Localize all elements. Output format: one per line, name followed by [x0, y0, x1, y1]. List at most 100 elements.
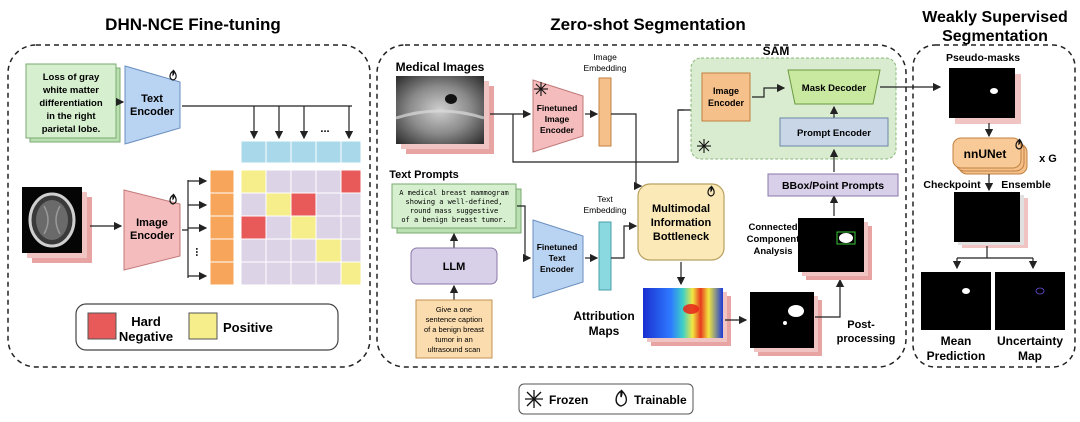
frozen-icon: [525, 390, 543, 408]
checkpoint-label: Checkpoint: [923, 179, 981, 191]
caption-line: Loss of gray: [43, 72, 100, 83]
middle-panel: [376, 44, 907, 368]
connected-component-label: Analysis: [753, 246, 792, 257]
finetuned-text-encoder: [532, 219, 584, 299]
image-embedding-label: Image: [593, 52, 617, 62]
text-prompt-line: showing a well-defined,: [406, 198, 503, 206]
llm-box: [410, 247, 498, 285]
mean-prediction-label: Mean: [941, 334, 972, 348]
token-ellipsis-vertical: ...: [193, 247, 205, 256]
caption-line: differentiation: [39, 98, 103, 109]
sam-image-encoder-label: Encoder: [708, 98, 745, 108]
image-embedding-bar: [598, 77, 612, 147]
text-prompt-text: A medical breast mammogram showing a wel…: [399, 189, 509, 224]
caption-line: in the right: [46, 111, 96, 122]
mean-prediction-image: [921, 272, 991, 330]
image-encoder: [123, 189, 181, 271]
llm-prompt-line: tumor in an: [435, 335, 473, 344]
llm-prompt-line: Give a one: [436, 305, 472, 314]
text-prompt-box: [391, 183, 517, 229]
trainable-label: Trainable: [634, 393, 687, 407]
caption-line: white matter: [42, 85, 99, 96]
pseudo-masks-label: Pseudo-masks: [946, 52, 1020, 64]
text-prompt-line: of a benign breast tumor.: [401, 216, 506, 224]
times-g-label: x G: [1039, 153, 1057, 165]
ft-text-encoder-label: Encoder: [540, 264, 575, 274]
ft-image-encoder-label: Finetuned: [537, 103, 578, 113]
pseudo-mask-image: [949, 68, 1015, 118]
text-embedding-label: Text: [597, 194, 613, 204]
nnunet-box: [952, 137, 1022, 169]
text-prompts-label: Text Prompts: [389, 169, 458, 181]
prompt-encoder: [779, 117, 889, 147]
middle-panel-title: Zero-shot Segmentation: [550, 15, 746, 34]
mib-label: Multimodal: [652, 203, 710, 215]
trainable-icon: [1015, 138, 1023, 150]
medical-images-label: Medical Images: [396, 60, 485, 74]
mib-label: Bottleneck: [653, 231, 710, 243]
attribution-maps-label: Attribution: [573, 309, 634, 323]
connected-component-label: Connected: [748, 222, 797, 233]
frozen-icon: [534, 82, 548, 96]
frozen-trainable-legend: [518, 383, 694, 415]
image-embedding-label: Embedding: [583, 63, 626, 73]
left-panel-title: DHN-NCE Fine-tuning: [105, 15, 281, 34]
mask-decoder-label: Mask Decoder: [802, 83, 867, 94]
image-encoder-label: Encoder: [130, 230, 175, 242]
frozen-icon: [697, 139, 711, 153]
llm-label: LLM: [443, 261, 466, 273]
image-encoder-label: Image: [136, 217, 168, 229]
uncertainty-map-image: [995, 272, 1065, 330]
right-panel-title-line2: Segmentation: [942, 28, 1048, 45]
hard-negative-swatch: [87, 312, 117, 340]
finetuned-image-encoder: [532, 79, 584, 153]
similarity-matrix: [240, 169, 362, 286]
mib-label: Information: [651, 217, 712, 229]
llm-prompt-text: Give a one sentence caption of a benign …: [424, 305, 485, 354]
caption-line: parietal lobe.: [42, 124, 101, 135]
right-panel-title-line1: Weakly Supervised: [922, 9, 1068, 26]
text-prompt-line: A medical breast mammogram: [399, 189, 509, 197]
text-encoder: [124, 65, 181, 145]
sam-label: SAM: [763, 44, 790, 58]
sam-image-encoder-label: Image: [713, 86, 739, 96]
text-encoder-label: Encoder: [130, 106, 175, 118]
trainable-icon: [707, 185, 715, 197]
llm-prompt-box: [415, 299, 493, 359]
connected-component-mask: [798, 218, 864, 272]
prompt-encoder-label: Prompt Encoder: [797, 128, 871, 139]
ensemble-outputs: [954, 192, 1020, 242]
image-token-column: [209, 169, 235, 286]
left-panel: [7, 44, 371, 368]
ft-image-encoder-label: Image: [545, 114, 570, 124]
frozen-label: Frozen: [549, 393, 588, 407]
hard-negative-label: Hard: [131, 314, 161, 329]
uncertainty-map-label: Map: [1018, 349, 1042, 363]
text-token-row: [240, 140, 362, 164]
connected-component-label: Component: [747, 234, 801, 245]
bbox-prompts-label: BBox/Point Prompts: [782, 180, 884, 192]
text-encoder-label: Text: [141, 93, 163, 105]
positive-swatch: [188, 312, 218, 340]
trainable-icon: [615, 389, 628, 407]
ensemble-label: Ensemble: [1001, 179, 1051, 191]
llm-prompt-line: of a benign breast: [424, 325, 485, 334]
trainable-icon: [169, 69, 177, 81]
ft-image-encoder-label: Encoder: [540, 125, 575, 135]
ft-text-encoder-label: Text: [549, 253, 566, 263]
positive-label: Positive: [223, 320, 273, 335]
mask-decoder: [787, 69, 881, 105]
mean-prediction-label: Prediction: [927, 349, 986, 363]
bbox-point-prompts: [767, 173, 899, 197]
sam-image-encoder: [701, 72, 751, 122]
attribution-heatmap: [643, 288, 723, 338]
post-processing-label: processing: [837, 333, 896, 345]
right-panel: [912, 44, 1076, 368]
text-embedding-bar: [598, 221, 612, 291]
ft-text-encoder-label: Finetuned: [537, 242, 578, 252]
hard-negative-label: Negative: [119, 329, 173, 344]
clinical-caption: Loss of gray white matter differentiatio…: [39, 72, 103, 135]
uncertainty-map-label: Uncertainty: [997, 334, 1063, 348]
post-processed-mask: [750, 292, 814, 348]
